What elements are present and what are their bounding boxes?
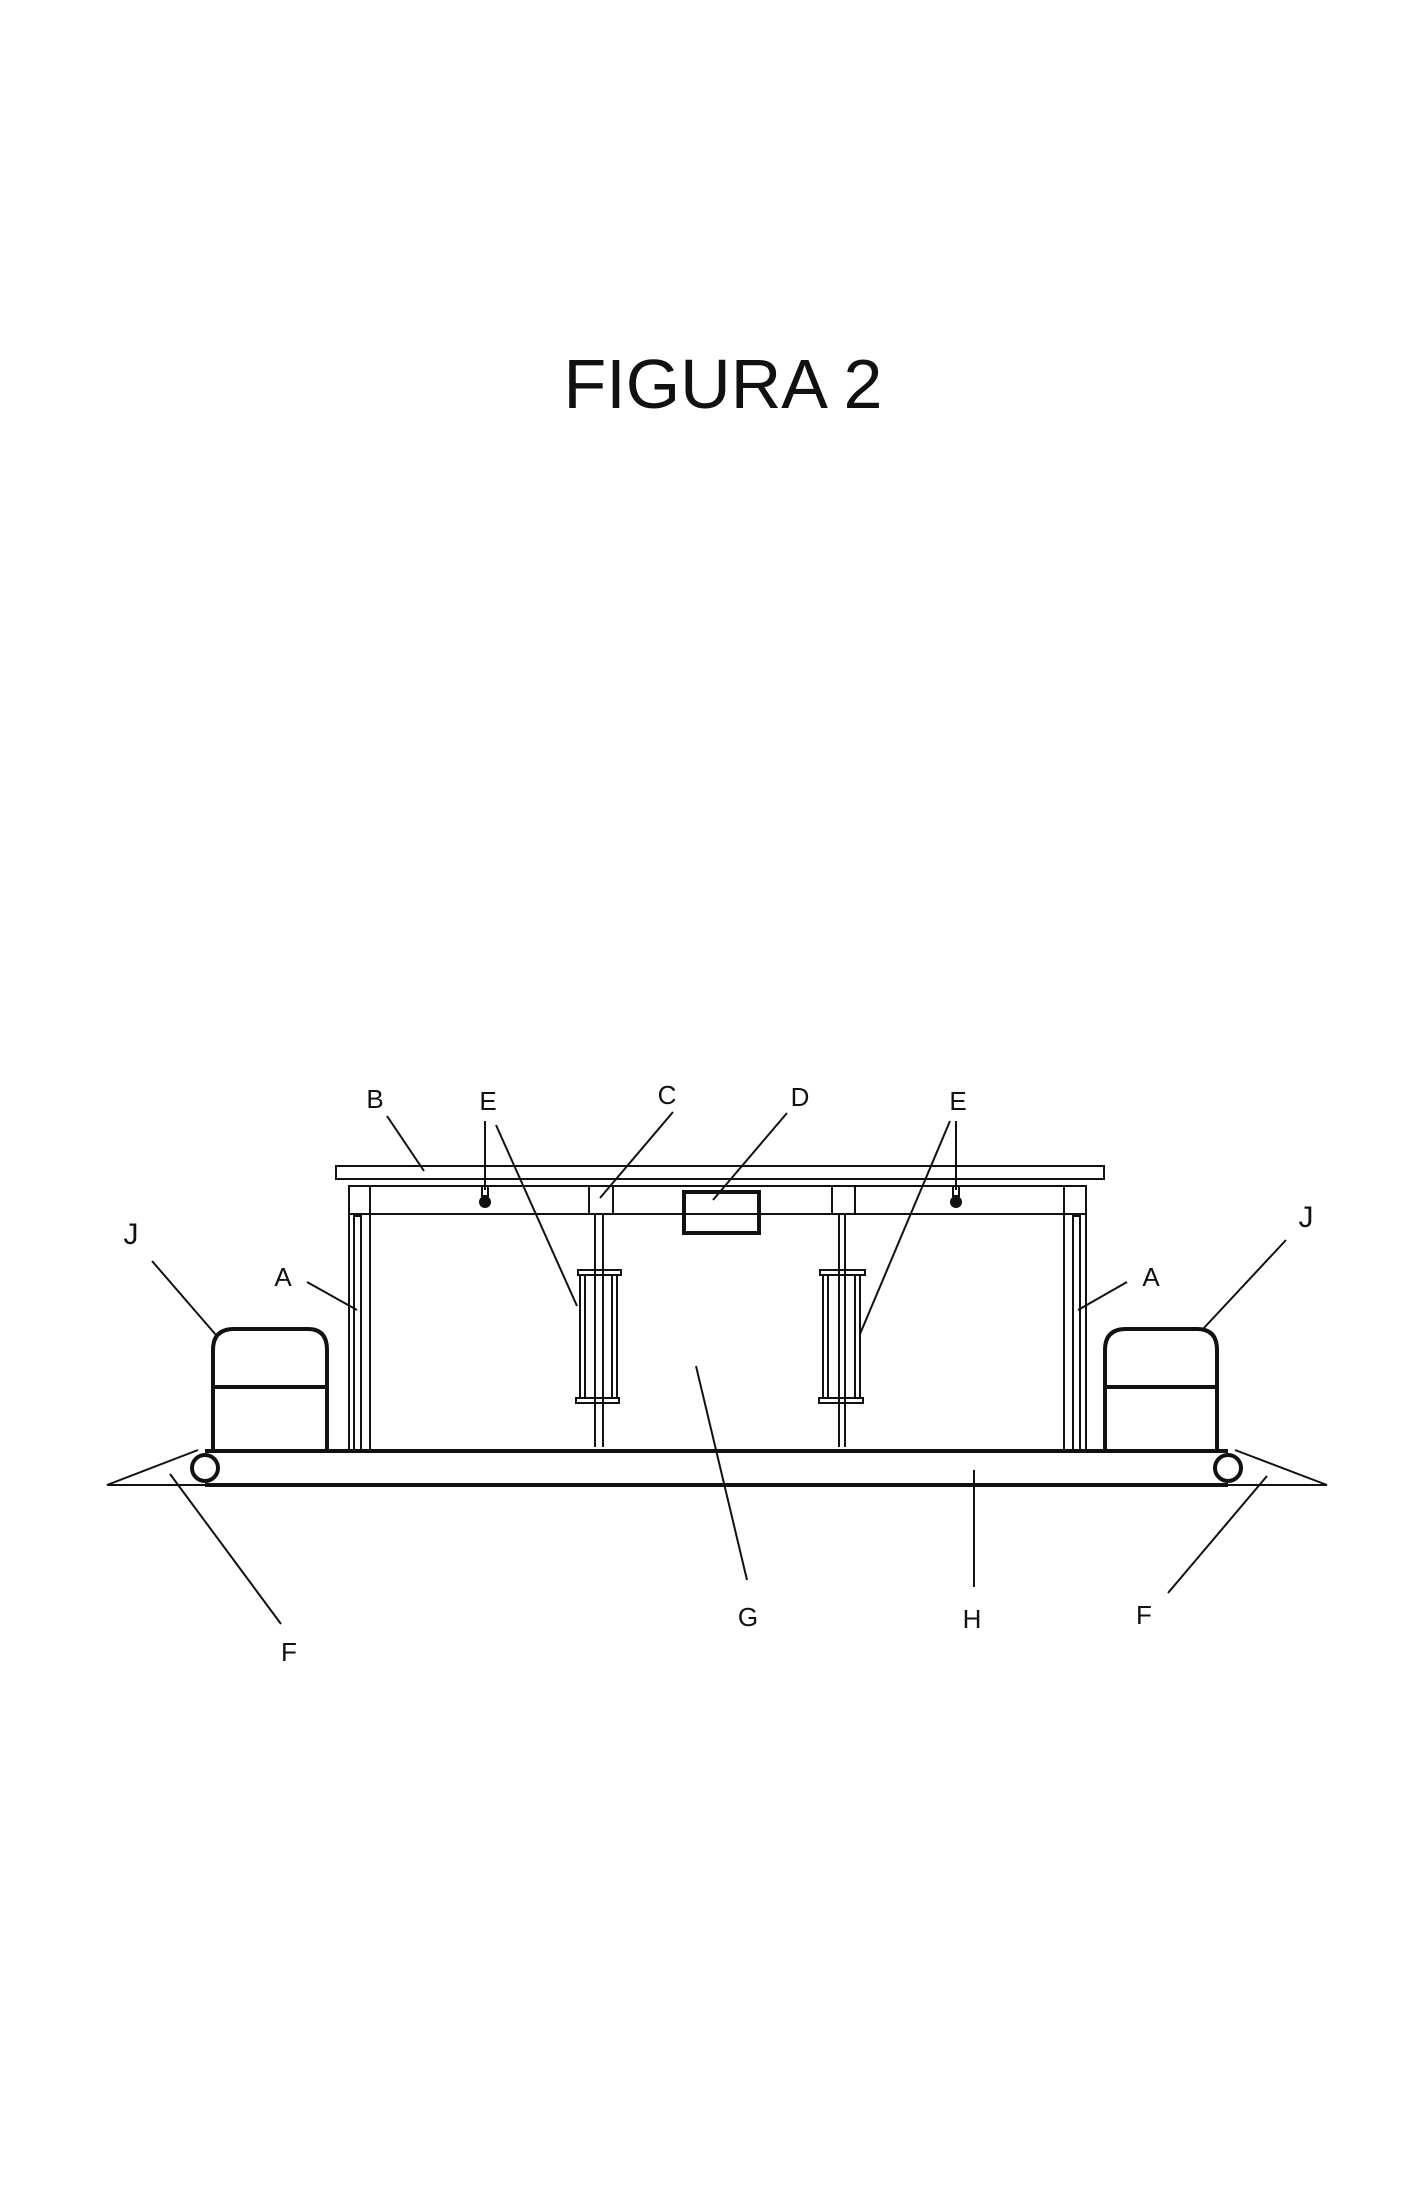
label-d: D [791, 1082, 810, 1112]
label-c: C [658, 1080, 677, 1110]
barrier-right [1103, 1327, 1219, 1450]
figure-title: FIGURA 2 [564, 345, 883, 423]
panel-frame-right [818, 1269, 866, 1404]
label-j-right: J [1299, 1201, 1314, 1234]
label-f-left: F [281, 1637, 297, 1667]
label-g: G [738, 1602, 758, 1632]
label-e-left: E [479, 1086, 496, 1116]
label-f-right: F [1136, 1600, 1152, 1630]
panel-frame-left [575, 1269, 622, 1404]
label-b: B [366, 1084, 383, 1114]
label-a-left: A [274, 1262, 292, 1292]
label-a-right: A [1142, 1262, 1160, 1292]
label-h: H [963, 1604, 982, 1634]
label-e-right: E [949, 1086, 966, 1116]
center-pole-left [588, 1185, 614, 1447]
right-post [1063, 1186, 1087, 1452]
roof-panel [335, 1165, 1105, 1180]
left-post [348, 1186, 371, 1452]
ramp-right [1228, 1449, 1328, 1486]
device-box [682, 1190, 761, 1235]
barrier-left [211, 1327, 329, 1450]
label-j-left: J [124, 1218, 139, 1251]
ramp-left [106, 1449, 205, 1486]
leader-lines [151, 1111, 1287, 1625]
center-pole-right [831, 1185, 856, 1447]
